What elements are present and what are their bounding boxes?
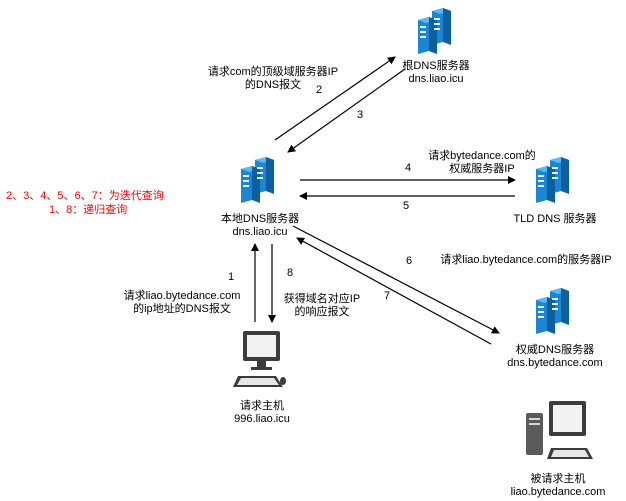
- local-dns-host: dns.liao.icu: [232, 226, 288, 238]
- step-2-line-2: 的DNS报文: [244, 79, 302, 91]
- tld-dns-name: TLD DNS 服务器: [513, 213, 597, 225]
- step-4-number: 4: [405, 162, 412, 174]
- auth-dns-label: 权威DNS服务器 dns.bytedance.com: [490, 344, 620, 370]
- step-6-description: 请求liao.bytedance.com的服务器IP: [428, 254, 624, 267]
- target-host: liao.bytedance.com: [510, 486, 606, 498]
- step-2-line-1: 请求com的顶级域服务器IP: [207, 66, 339, 78]
- step-8-line-2: 的响应报文: [294, 306, 350, 318]
- step-3-number: 3: [357, 109, 364, 121]
- computer-icon: [233, 331, 286, 387]
- root-dns-name: 根DNS服务器: [402, 60, 470, 72]
- step-7-number: 7: [384, 290, 391, 302]
- step-2-description: 请求com的顶级域服务器IP 的DNS报文: [195, 66, 351, 92]
- step-8-number: 8: [287, 267, 294, 279]
- client-host: 996.liao.icu: [234, 413, 290, 425]
- step-4-line-2: 权威服务器IP: [449, 163, 515, 175]
- recursive-query-note: 1、8：递归查询: [49, 204, 128, 216]
- client-label: 请求主机 996.liao.icu: [218, 400, 306, 426]
- root-dns-host: dns.liao.icu: [408, 73, 464, 85]
- local-dns-server-icon: [241, 157, 274, 203]
- desktop-tower-icon: [526, 401, 593, 459]
- step-5-number: 5: [403, 200, 410, 212]
- auth-dns-host: dns.bytedance.com: [507, 357, 603, 369]
- local-dns-label: 本地DNS服务器 dns.liao.icu: [205, 213, 315, 239]
- iterative-query-note: 2、3、4、5、6、7：为迭代查询: [6, 190, 164, 202]
- root-dns-label: 根DNS服务器 dns.liao.icu: [384, 60, 488, 86]
- step-4-description: 请求bytedance.com的 权威服务器IP: [415, 150, 549, 176]
- arrow-step-3: [287, 68, 406, 153]
- arrow-step-7: [296, 237, 492, 345]
- auth-dns-name: 权威DNS服务器: [515, 344, 595, 356]
- step-2-number: 2: [316, 84, 323, 96]
- step-8-description: 获得域名对应IP 的响应报文: [274, 293, 370, 319]
- arrow-step-2: [274, 56, 396, 141]
- step-4-line-1: 请求bytedance.com的: [428, 150, 536, 162]
- target-label: 被请求主机 liao.bytedance.com: [496, 473, 620, 499]
- step-6-line-1: 请求liao.bytedance.com的服务器IP: [440, 254, 612, 266]
- step-1-line-1: 请求liao.bytedance.com: [123, 290, 241, 302]
- arrow-step-6: [292, 225, 500, 334]
- step-6-number: 6: [406, 255, 413, 267]
- step-1-number: 1: [228, 271, 235, 283]
- target-name: 被请求主机: [530, 473, 586, 485]
- root-dns-server-icon: [418, 8, 451, 54]
- local-dns-name: 本地DNS服务器: [220, 213, 300, 225]
- step-1-line-2: 的ip地址的DNS报文: [133, 303, 231, 315]
- client-name: 请求主机: [240, 400, 284, 412]
- step-8-line-1: 获得域名对应IP: [283, 293, 361, 305]
- step-1-description: 请求liao.bytedance.com 的ip地址的DNS报文: [110, 290, 254, 316]
- auth-dns-server-icon: [536, 288, 569, 334]
- tld-dns-label: TLD DNS 服务器: [496, 213, 614, 226]
